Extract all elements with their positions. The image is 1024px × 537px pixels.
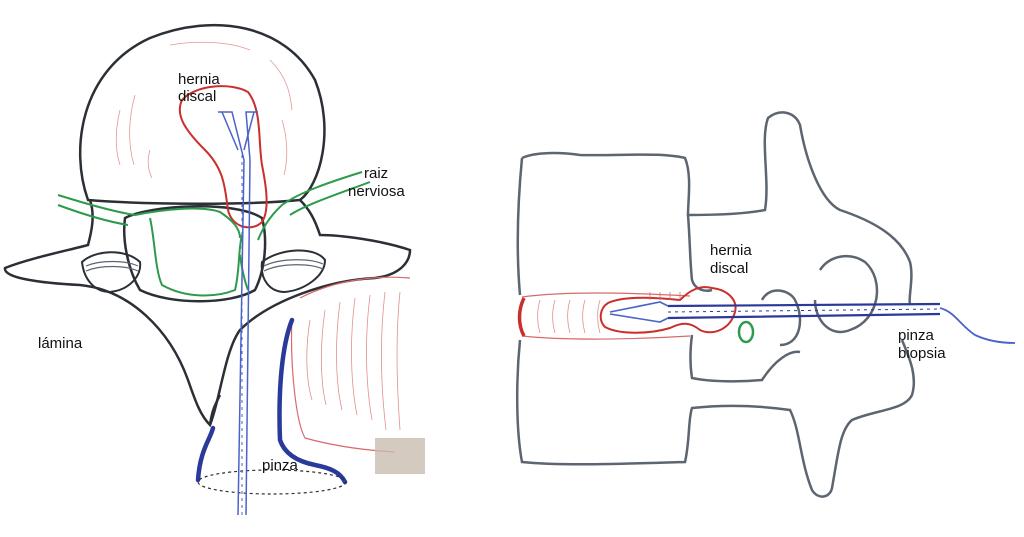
lateral-view	[515, 111, 1016, 498]
nerve-root-label-line1: raiz	[364, 165, 388, 182]
retractor-right-wall	[277, 317, 348, 485]
retractor-left-wall	[195, 425, 216, 483]
right-hernia-label-line1: hernia	[710, 242, 752, 259]
retracted-tissue	[290, 276, 411, 453]
disc-annulus	[517, 292, 691, 340]
lower-vertebra-body	[689, 334, 801, 383]
right-facet-joint	[263, 259, 324, 272]
vertebral-body-outline	[78, 23, 326, 205]
left-nerve-root-lower	[57, 204, 129, 226]
photo-shadow-patch	[375, 438, 425, 474]
left-facet-joint	[85, 260, 139, 272]
vertebral-arch-outline	[3, 199, 412, 428]
left-hernia-label-line1: hernia	[178, 71, 220, 88]
labels: hernia discal raiz nerviosa lámina pinza…	[38, 71, 946, 474]
body-hatching	[115, 41, 293, 179]
right-hernia-label-line2: discal	[710, 260, 748, 277]
right-nerve-root-lower	[289, 181, 371, 216]
right-facet	[260, 249, 327, 294]
biopsy-forceps	[609, 301, 1016, 344]
pedicle-loop	[760, 254, 879, 347]
nerve-root-lateral	[737, 320, 755, 344]
lower-vertebra-outline	[515, 339, 916, 498]
right-nerve-root	[257, 171, 363, 241]
biopsy-label-line1: pinza	[898, 327, 935, 344]
nerve-root-label-line2: nerviosa	[348, 183, 405, 200]
instrument-shaft-axial	[218, 111, 258, 516]
nerve-roots	[57, 171, 371, 297]
left-nerve-root	[57, 194, 241, 239]
lamina-label: lámina	[38, 335, 83, 352]
upper-vertebra-body	[516, 157, 713, 296]
tissue-hatching	[306, 291, 401, 431]
spinal-canal-outline	[123, 205, 267, 303]
axial-view	[3, 23, 425, 516]
hernia-hatching	[649, 292, 681, 300]
retractor-base	[197, 469, 347, 495]
spinous-process	[208, 394, 222, 426]
dural-sac-left	[149, 217, 243, 297]
upper-vertebra-outline	[521, 111, 913, 306]
hernia-discal-axial	[178, 85, 268, 229]
left-facet	[80, 251, 142, 294]
biopsy-cable	[939, 307, 1016, 344]
pinza-label: pinza	[262, 457, 299, 474]
left-hernia-label-line2: discal	[178, 88, 216, 105]
dural-sac-right	[239, 254, 249, 291]
biopsy-label-line2: biopsia	[898, 345, 946, 362]
